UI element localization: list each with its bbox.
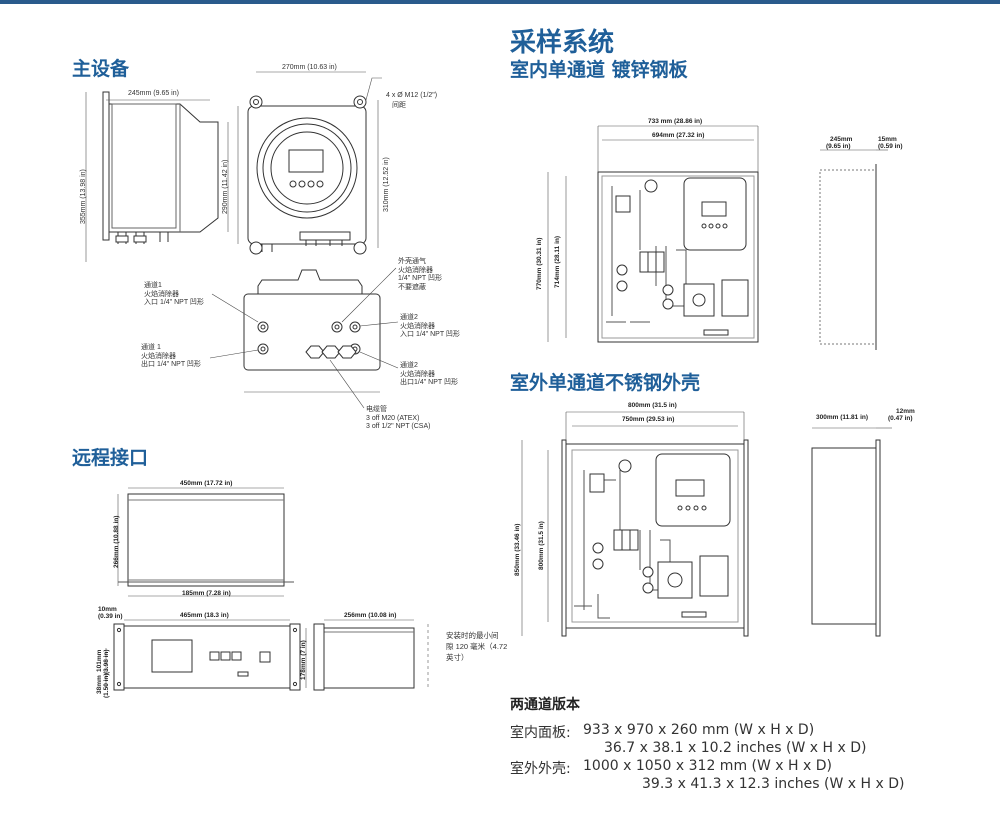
dim-15-indoor-in: (0.59 in) — [878, 143, 903, 150]
dim-256-remote: 256mm (10.08 in) — [344, 612, 397, 619]
heading-indoor: 室内单通道 镀锌钢板 — [510, 59, 688, 81]
spec-indoor-in: 36.7 x 38.1 x 10.2 inches (W x H x D) — [604, 740, 867, 756]
dim-800v-outdoor: 800mm (31.5 in) — [538, 521, 545, 570]
dim-12-outdoor: 12mm — [896, 408, 915, 415]
dim-850-outdoor: 850mm (33.46 in) — [514, 523, 521, 576]
dim-750-outdoor: 750mm (29.53 in) — [622, 416, 675, 423]
dim-465-remote: 465mm (18.3 in) — [180, 612, 229, 619]
heading-main-device: 主设备 — [72, 58, 130, 80]
dim-12-outdoor-in: (0.47 in) — [888, 415, 913, 422]
mount-hole-label: 4 x Ø M12 (1/2") — [386, 92, 438, 99]
spec-outdoor-in: 39.3 x 41.3 x 12.3 inches (W x H x D) — [642, 776, 905, 792]
dim-694-indoor: 694mm (27.32 in) — [652, 132, 705, 139]
dim-10-remote: 10mm — [98, 606, 117, 613]
spec-outdoor-label: 室外外壳: — [510, 761, 571, 777]
dim-10-remote-in: (0.39 in) — [98, 613, 123, 620]
spec-indoor-label: 室内面板: — [510, 725, 571, 741]
dim-185-remote: 185mm (7.28 in) — [182, 590, 231, 597]
spec-outdoor-mm: 1000 x 1050 x 312 mm (W x H x D) — [583, 758, 832, 774]
dim-733-indoor: 733 mm (28.86 in) — [648, 118, 703, 125]
dim-800-outdoor: 800mm (31.5 in) — [628, 402, 677, 409]
top-accent-bar — [0, 0, 1000, 4]
main-device-drawing — [85, 71, 399, 409]
dim-300-outdoor: 300mm (11.81 in) — [816, 414, 869, 421]
mount-hole-label-2: 间距 — [392, 102, 406, 109]
heading-sampling: 采样系统 — [510, 28, 615, 58]
dim-450-remote: 450mm (17.72 in) — [180, 480, 233, 487]
heading-outdoor: 室外单通道不锈钢外壳 — [510, 372, 701, 394]
heading-remote: 远程接口 — [72, 447, 149, 469]
spec-indoor-mm: 933 x 970 x 260 mm (W x H x D) — [583, 722, 815, 738]
specs-title: 两通道版本 — [510, 697, 580, 713]
dim-15-indoor: 15mm — [878, 136, 897, 143]
dim-270-front: 270mm (10.63 in) — [282, 64, 337, 71]
dim-245-indoor: 245mm — [830, 136, 853, 143]
remote-interface-drawing — [105, 487, 429, 691]
dim-245-indoor-in: (9.65 in) — [826, 143, 851, 150]
dim-245-side: 245mm (9.65 in) — [128, 90, 179, 97]
